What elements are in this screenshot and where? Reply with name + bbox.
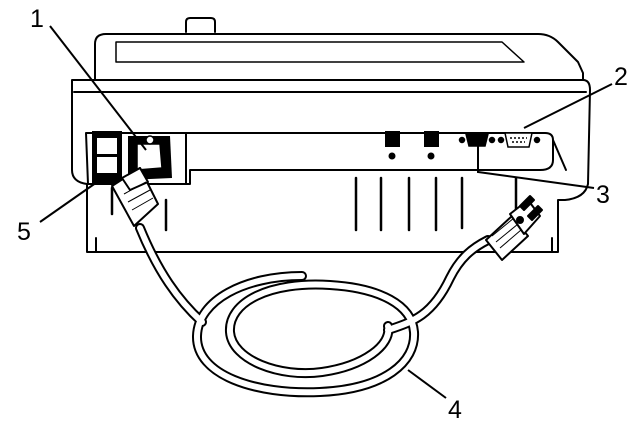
wall-plug-body (485, 215, 529, 261)
wall-plug (485, 195, 543, 261)
power-cord (135, 223, 493, 398)
vent-slots (110, 176, 518, 232)
printer-base (95, 237, 553, 253)
serial-port (458, 133, 496, 147)
wall-plug-ridge (491, 217, 515, 237)
power-cord-coil-inner (137, 225, 491, 396)
dip-switch-left (385, 131, 400, 147)
serial-port-shell (465, 133, 489, 147)
inlet-plug-ridge (127, 189, 151, 203)
leader-line-5 (39, 179, 101, 223)
parallel-port-screw (497, 136, 505, 144)
panel-side-curve (552, 139, 567, 171)
power-switch-upper (97, 138, 117, 154)
dip-switch-right-led (427, 152, 435, 160)
inlet-plug-ridge (131, 197, 154, 211)
wall-plug-ground-pin (516, 216, 524, 224)
callout-5: 5 (17, 218, 31, 246)
power-switch (92, 131, 122, 183)
serial-port-screw (458, 136, 466, 144)
callout-labels: 1 2 3 4 5 (17, 5, 628, 424)
dip-switch-left-led (388, 152, 396, 160)
callout-2: 2 (614, 63, 628, 91)
callout-3: 3 (596, 181, 610, 209)
serial-port-screw (488, 136, 496, 144)
leader-line-1 (49, 25, 147, 151)
dip-switches (385, 131, 439, 160)
leader-line-4 (407, 369, 447, 399)
dip-switch-right (424, 131, 439, 147)
inlet-plug-ridge (123, 181, 147, 195)
inlet-plug (111, 167, 159, 227)
callout-1: 1 (30, 5, 44, 33)
power-switch-lower (97, 157, 117, 173)
power-inlet-socket (136, 143, 163, 171)
power-inlet-pin (145, 135, 155, 145)
printer-top-inner-recess (115, 41, 525, 63)
wall-plug-prong (519, 195, 535, 211)
wall-plug-ridge (499, 229, 522, 249)
leader-line-2 (523, 83, 613, 129)
printer-top-tab (185, 17, 216, 33)
callout-leaders (39, 25, 613, 399)
parallel-port (497, 132, 541, 148)
leader-line-3 (477, 146, 595, 189)
parallel-port-shell (504, 132, 533, 148)
wall-plug-prong (527, 205, 543, 221)
callout-4: 4 (448, 396, 462, 424)
wall-plug-ridge (495, 223, 519, 243)
parallel-port-screw (533, 136, 541, 144)
